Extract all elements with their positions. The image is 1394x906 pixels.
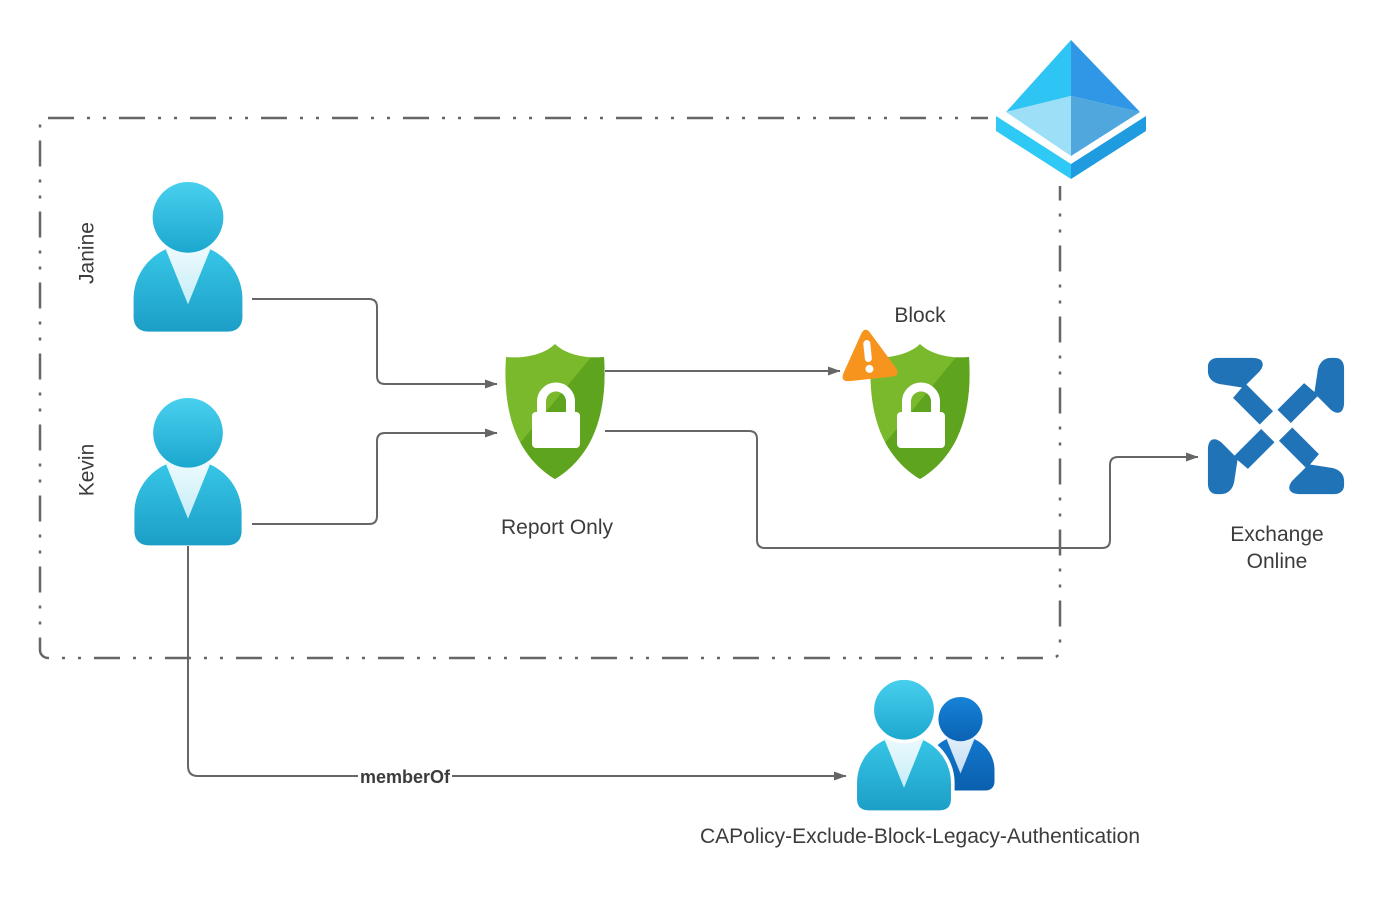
member-of-edge-label: memberOf — [360, 767, 451, 787]
edge-report-only-to-exchange-online — [605, 430, 1199, 549]
edge-janine-to-report-only — [252, 298, 498, 389]
exchange-online-icon — [1207, 357, 1345, 495]
janine-label: Janine — [76, 222, 99, 284]
policy-boundary-box — [38, 116, 1062, 660]
user-icon-janine — [133, 182, 243, 332]
edge-kevin-to-report-only — [252, 428, 498, 525]
ca-policy-group-label: CAPolicy-Exclude-Block-Legacy-Authentica… — [700, 825, 1140, 848]
user-icon-kevin — [134, 398, 242, 546]
edge-kevin-to-ca-policy-group — [187, 546, 847, 781]
user-group-icon — [853, 676, 995, 815]
block-label: Block — [894, 304, 946, 327]
azure-ad-pyramid-icon — [988, 28, 1158, 186]
exchange-online-label-line2: Online — [1247, 550, 1308, 573]
exchange-online-label-line1: Exchange — [1230, 523, 1323, 546]
shield-lock-icon-report-only — [505, 344, 622, 498]
report-only-label: Report Only — [501, 516, 614, 539]
kevin-label: Kevin — [76, 444, 99, 497]
warning-triangle-icon — [842, 329, 898, 382]
member-of-label-background — [358, 765, 452, 788]
